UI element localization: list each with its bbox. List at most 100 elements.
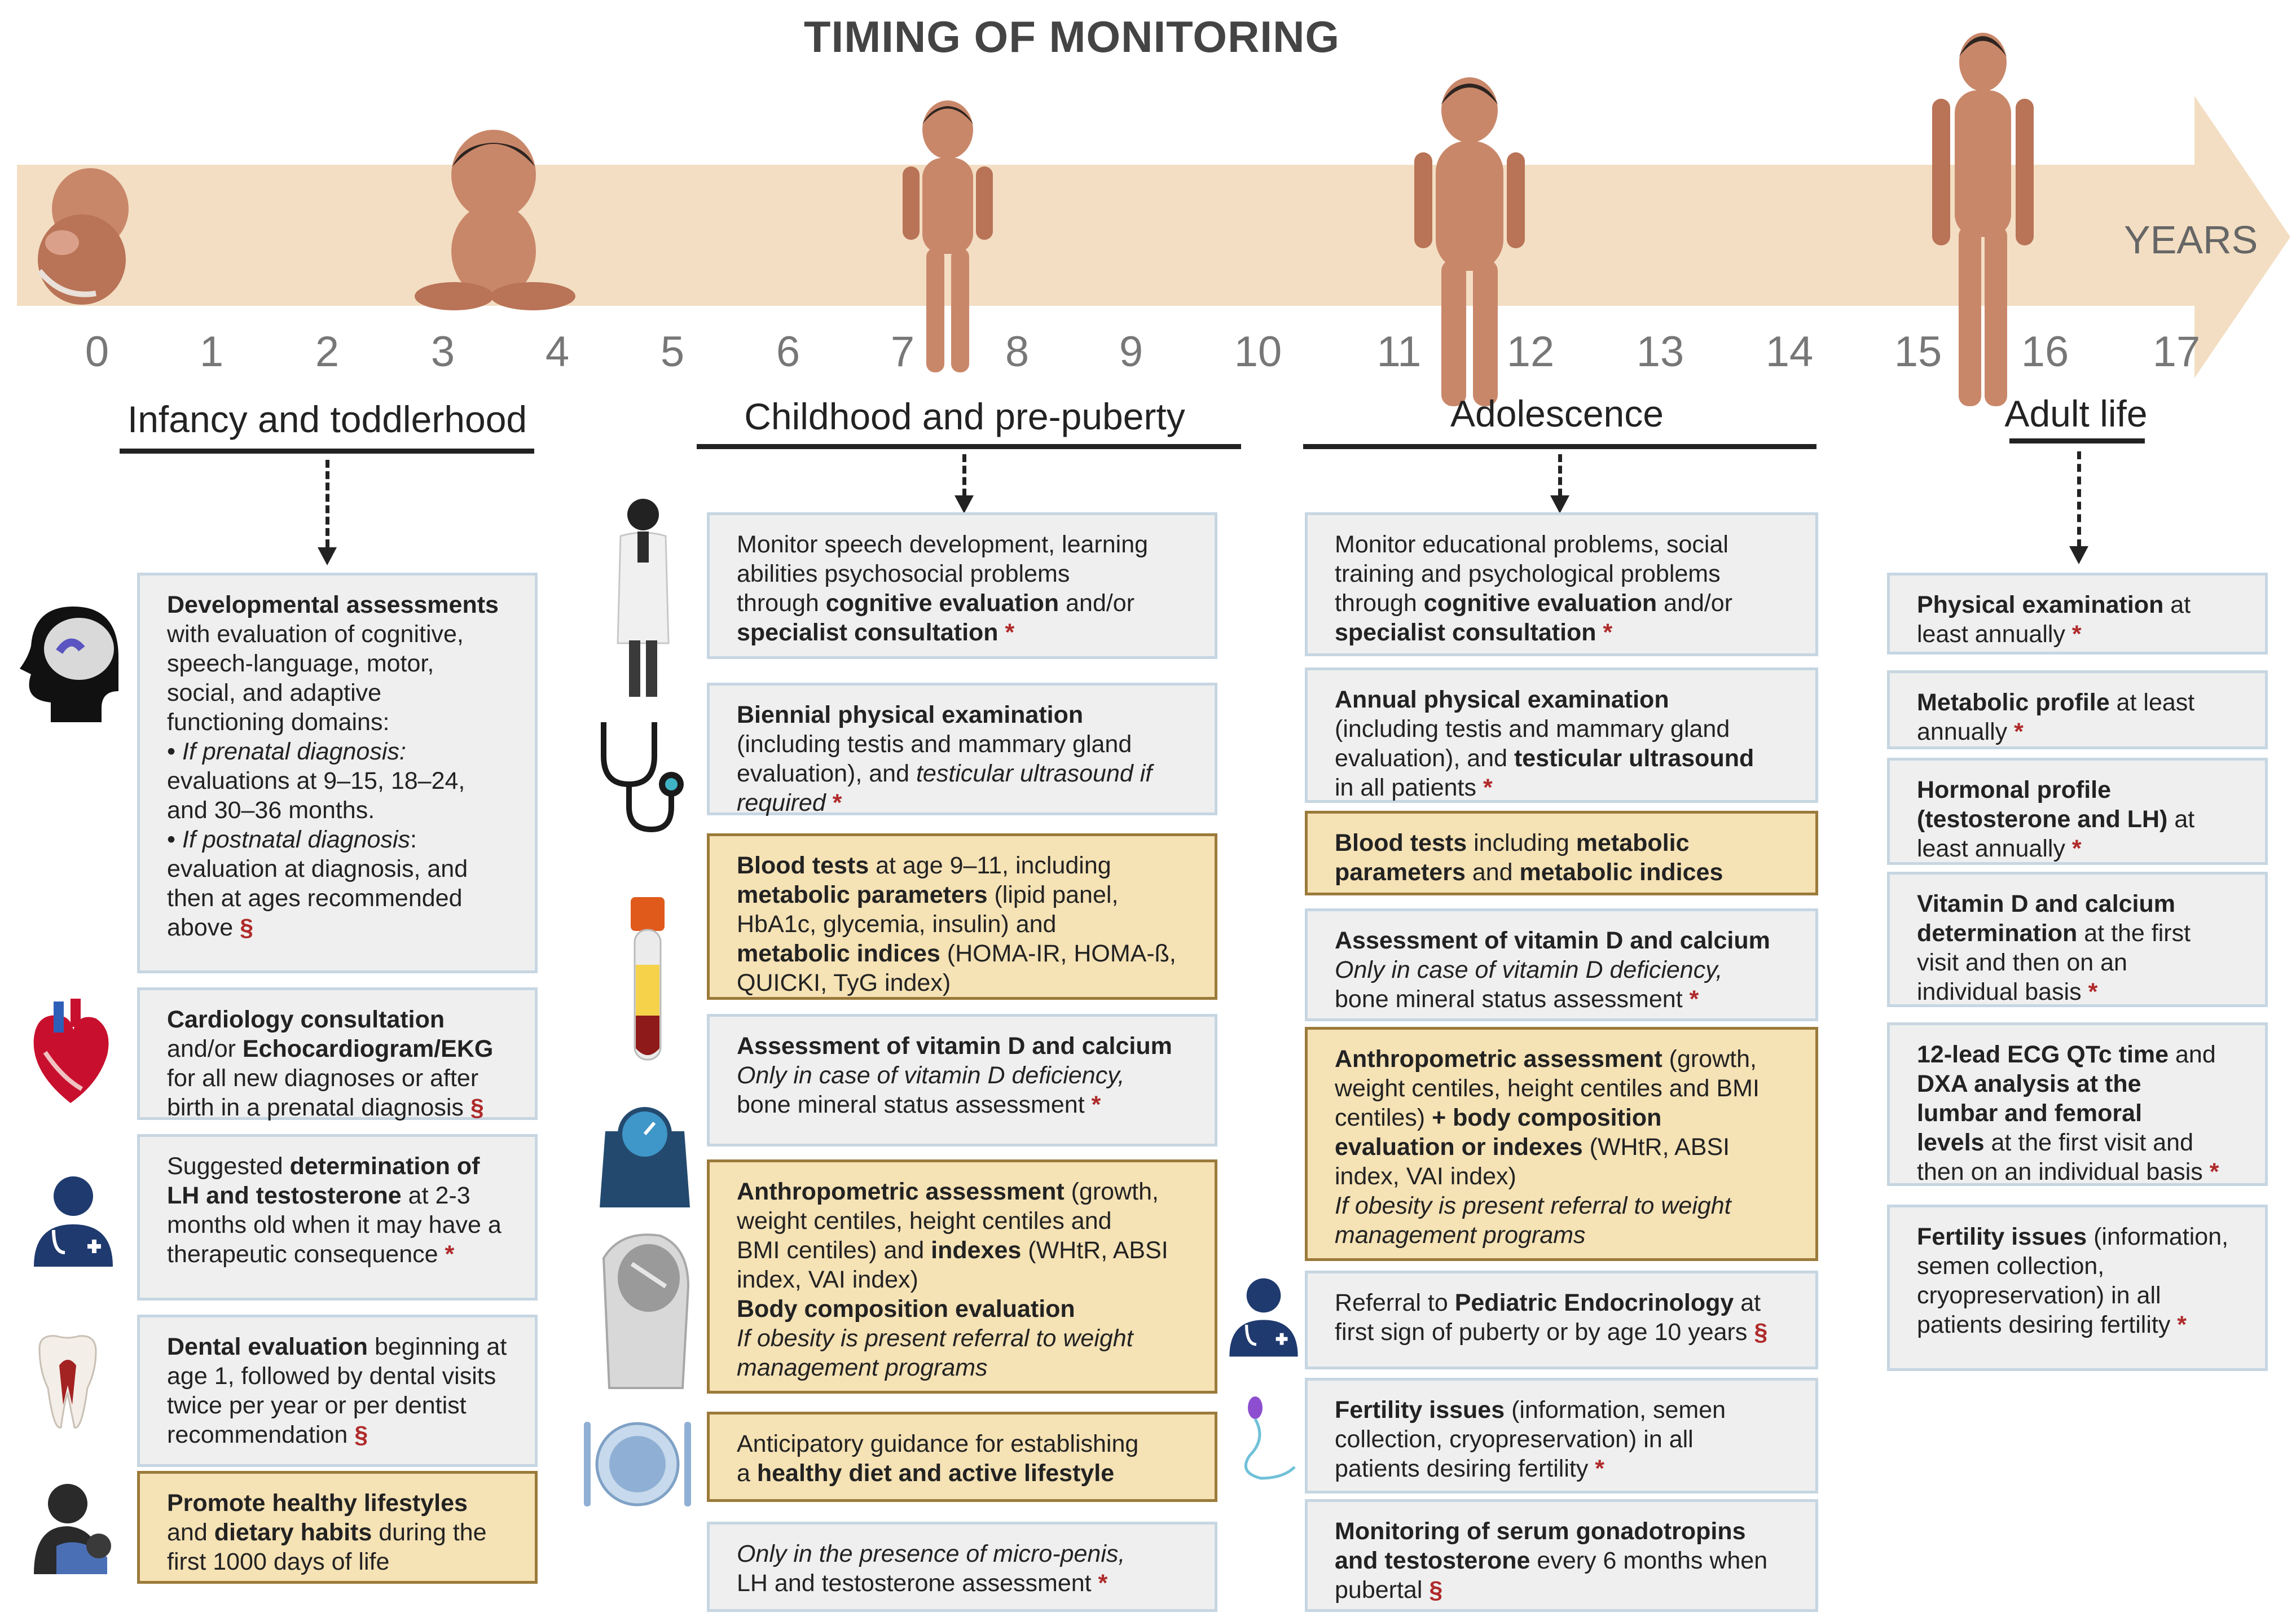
box-text: Pediatric Endocrinology <box>1454 1289 1734 1316</box>
stage-adolescence-underline <box>1303 444 1816 449</box>
adult-icon <box>1932 33 2034 406</box>
box-line: patients desiring fertility * <box>1335 1454 1793 1483</box>
axis-label: YEARS <box>2124 218 2258 262</box>
box-line: specialist consultation * <box>737 618 1192 647</box>
box-line: evaluation), and testicular ultrasound i… <box>737 759 1192 788</box>
box-text: Dental evaluation <box>167 1333 368 1360</box>
box-text: BMI centiles) and <box>737 1237 931 1264</box>
box-text: index, VAI index) <box>1335 1163 1516 1190</box>
box-line: (testosterone and LH) at <box>1917 805 2242 834</box>
box-text: • <box>167 738 183 765</box>
box-text: testicular ultrasound if <box>916 760 1153 787</box>
box-line: Only in the presence of micro-penis, <box>737 1539 1192 1569</box>
box-text: testicular ultrasound <box>1514 745 1754 772</box>
stage-childhood: Childhood and pre-puberty <box>744 396 1185 437</box>
box-line: annually * <box>1917 717 2242 746</box>
axis-tick: 11 <box>1376 328 1422 376</box>
box-text: visit and then on an <box>1917 949 2127 976</box>
box-line: least annually * <box>1917 834 2242 863</box>
box-line: Only in case of vitamin D deficiency, <box>1335 955 1793 985</box>
box-line: age 1, followed by dental visits <box>167 1361 512 1391</box>
box-text: (information, <box>2087 1223 2229 1250</box>
footnote-marker: § <box>354 1421 368 1448</box>
box-line: 12-lead ECG QTc time and <box>1917 1040 2242 1069</box>
box-line: specialist consultation * <box>1335 618 1793 647</box>
box-text: cognitive evaluation <box>825 590 1059 617</box>
box-text: at age 9–11, including <box>869 852 1111 879</box>
axis-tick: 13 <box>1636 328 1684 376</box>
box-line: centiles) + body composition <box>1335 1103 1793 1132</box>
box-line: Only in case of vitamin D deficiency, <box>737 1061 1192 1090</box>
axis-tick: 12 <box>1506 328 1555 376</box>
box-text: Promote healthy lifestyles <box>167 1490 468 1517</box>
box-text: metabolic parameters <box>737 881 988 908</box>
box-line: Monitor educational problems, social <box>1335 530 1793 559</box>
box-line: (including testis and mammary gland <box>737 730 1192 759</box>
box-text: (HOMA-IR, HOMA-ß, <box>940 940 1176 967</box>
box-line: first sign of puberty or by age 10 years… <box>1335 1317 1793 1347</box>
axis-tick: 16 <box>2021 328 2069 376</box>
box-text: Only in the presence of micro-penis, <box>737 1540 1125 1567</box>
box-text: and/or <box>1657 590 1733 617</box>
box-line: through cognitive evaluation and/or <box>1335 588 1793 618</box>
box-text: centiles) <box>1335 1104 1432 1131</box>
footnote-marker: * <box>2209 1158 2219 1185</box>
box-text: dietary habits <box>214 1519 372 1546</box>
footnote-marker: * <box>2071 835 2082 862</box>
box-text: social, and adaptive <box>167 679 382 706</box>
box-text: recommendation <box>167 1421 355 1448</box>
box-text: index, VAI index) <box>737 1266 918 1293</box>
stage-infancy-underline <box>120 449 534 454</box>
footnote-marker: * <box>445 1241 455 1268</box>
box-line: Fertility issues (information, semen <box>1335 1395 1793 1425</box>
box-text: and 30–36 months. <box>167 797 375 824</box>
box-line: Monitoring of serum gonadotropins <box>1335 1517 1793 1546</box>
box-line: and testosterone every 6 months when <box>1335 1546 1793 1575</box>
stage-adult-underline <box>2009 438 2145 443</box>
footnote-marker: * <box>2177 1311 2187 1338</box>
box-text: lumbar and femoral <box>1917 1100 2143 1127</box>
tooth-icon <box>38 1335 97 1429</box>
stage-adult: Adult life <box>2004 393 2148 434</box>
adult-box-fertility: Fertility issues (information,semen coll… <box>1887 1205 2268 1371</box>
box-text: birth in a prenatal diagnosis <box>167 1094 470 1121</box>
box-line: in all patients * <box>1335 773 1793 802</box>
box-text: : <box>410 826 417 853</box>
box-text: Hormonal profile <box>1917 776 2112 803</box>
sperm-icon <box>1244 1396 1296 1480</box>
box-line: BMI centiles) and indexes (WHtR, ABSI <box>737 1236 1192 1265</box>
box-line: semen collection, <box>1917 1251 2242 1281</box>
box-text: (testosterone and LH) <box>1917 806 2168 833</box>
box-line: Anthropometric assessment (growth, <box>737 1177 1192 1206</box>
box-text: beginning at <box>368 1333 507 1360</box>
box-line: then on an individual basis * <box>1917 1157 2242 1187</box>
box-text: metabolic indices <box>1519 859 1723 886</box>
box-line: required * <box>737 788 1192 818</box>
box-line: recommendation § <box>167 1420 512 1449</box>
box-text: levels <box>1917 1129 1985 1156</box>
box-line: Body composition evaluation <box>737 1294 1192 1324</box>
box-text: + body composition <box>1432 1104 1662 1131</box>
box-text: Annual physical examination <box>1335 686 1669 713</box>
axis-tick: 9 <box>1119 328 1143 376</box>
box-text: functioning domains: <box>167 709 390 736</box>
box-line: Hormonal profile <box>1917 775 2242 805</box>
box-text: with evaluation of cognitive, <box>167 621 464 648</box>
box-text: Physical examination <box>1917 591 2164 618</box>
box-text: then on an individual basis <box>1917 1158 2210 1185</box>
box-line: metabolic indices (HOMA-IR, HOMA-ß, <box>737 939 1192 968</box>
adult-box-hormonal: Hormonal profile(testosterone and LH) at… <box>1887 758 2268 865</box>
footnote-marker: § <box>470 1094 484 1121</box>
box-text: Suggested <box>167 1153 290 1180</box>
box-text: Only in case of vitamin D deficiency, <box>1335 956 1723 983</box>
box-text: weight centiles, height centiles and <box>737 1207 1112 1235</box>
box-line: a healthy diet and active lifestyle <box>737 1459 1192 1488</box>
box-text <box>1596 619 1603 646</box>
stage-infancy: Infancy and toddlerhood <box>127 398 527 440</box>
box-text: HbA1c, glycemia, insulin) and <box>737 911 1057 938</box>
box-line: visit and then on an <box>1917 948 2242 977</box>
axis-tick: 3 <box>430 328 455 376</box>
box-line: (including testis and mammary gland <box>1335 714 1793 744</box>
box-text: LH and testosterone assessment <box>737 1570 1098 1597</box>
